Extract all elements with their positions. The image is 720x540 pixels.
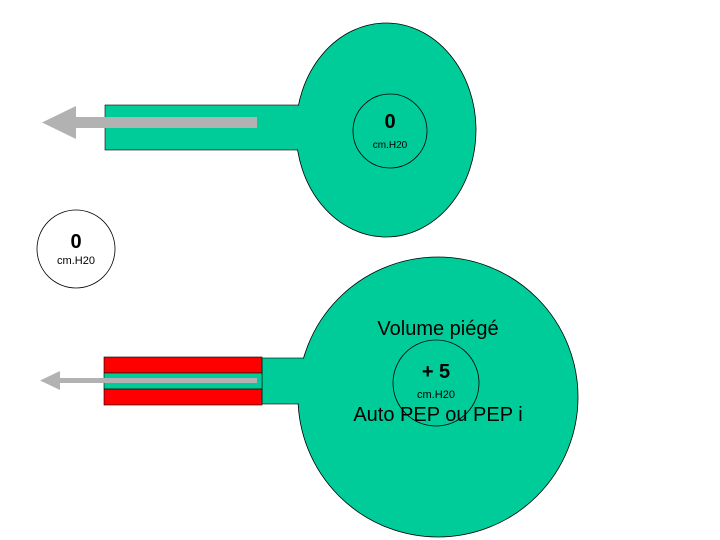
bottom-pressure-value: + 5 xyxy=(422,361,450,383)
bottom-lung-unit: Volume piégé + 5 cm.H20 Auto PEP ou PEP … xyxy=(40,256,579,538)
top-pressure-gauge: 0 cm.H20 xyxy=(352,93,428,169)
top-expiration-arrow xyxy=(42,106,257,139)
auto-peep-label: Auto PEP ou PEP i xyxy=(353,404,522,426)
top-pressure-unit: cm.H20 xyxy=(373,140,408,151)
top-airway-joint xyxy=(290,105,310,150)
trapped-volume-label: Volume piégé xyxy=(377,318,498,340)
mouth-pressure-gauge: 0 cm.H20 xyxy=(36,209,116,289)
obstruction-wall-lower xyxy=(103,388,263,406)
obstruction-wall-upper xyxy=(103,356,263,374)
bottom-expiration-arrow xyxy=(40,371,257,390)
mouth-pressure-value: 0 xyxy=(70,231,81,253)
top-pressure-value: 0 xyxy=(384,111,395,133)
bottom-pressure-gauge: + 5 cm.H20 xyxy=(392,339,480,427)
top-lung-unit: 0 cm.H20 xyxy=(42,22,477,238)
bottom-pressure-unit: cm.H20 xyxy=(417,389,455,401)
bottom-airway-joint xyxy=(290,358,320,404)
mouth-pressure-unit: cm.H20 xyxy=(57,255,95,267)
